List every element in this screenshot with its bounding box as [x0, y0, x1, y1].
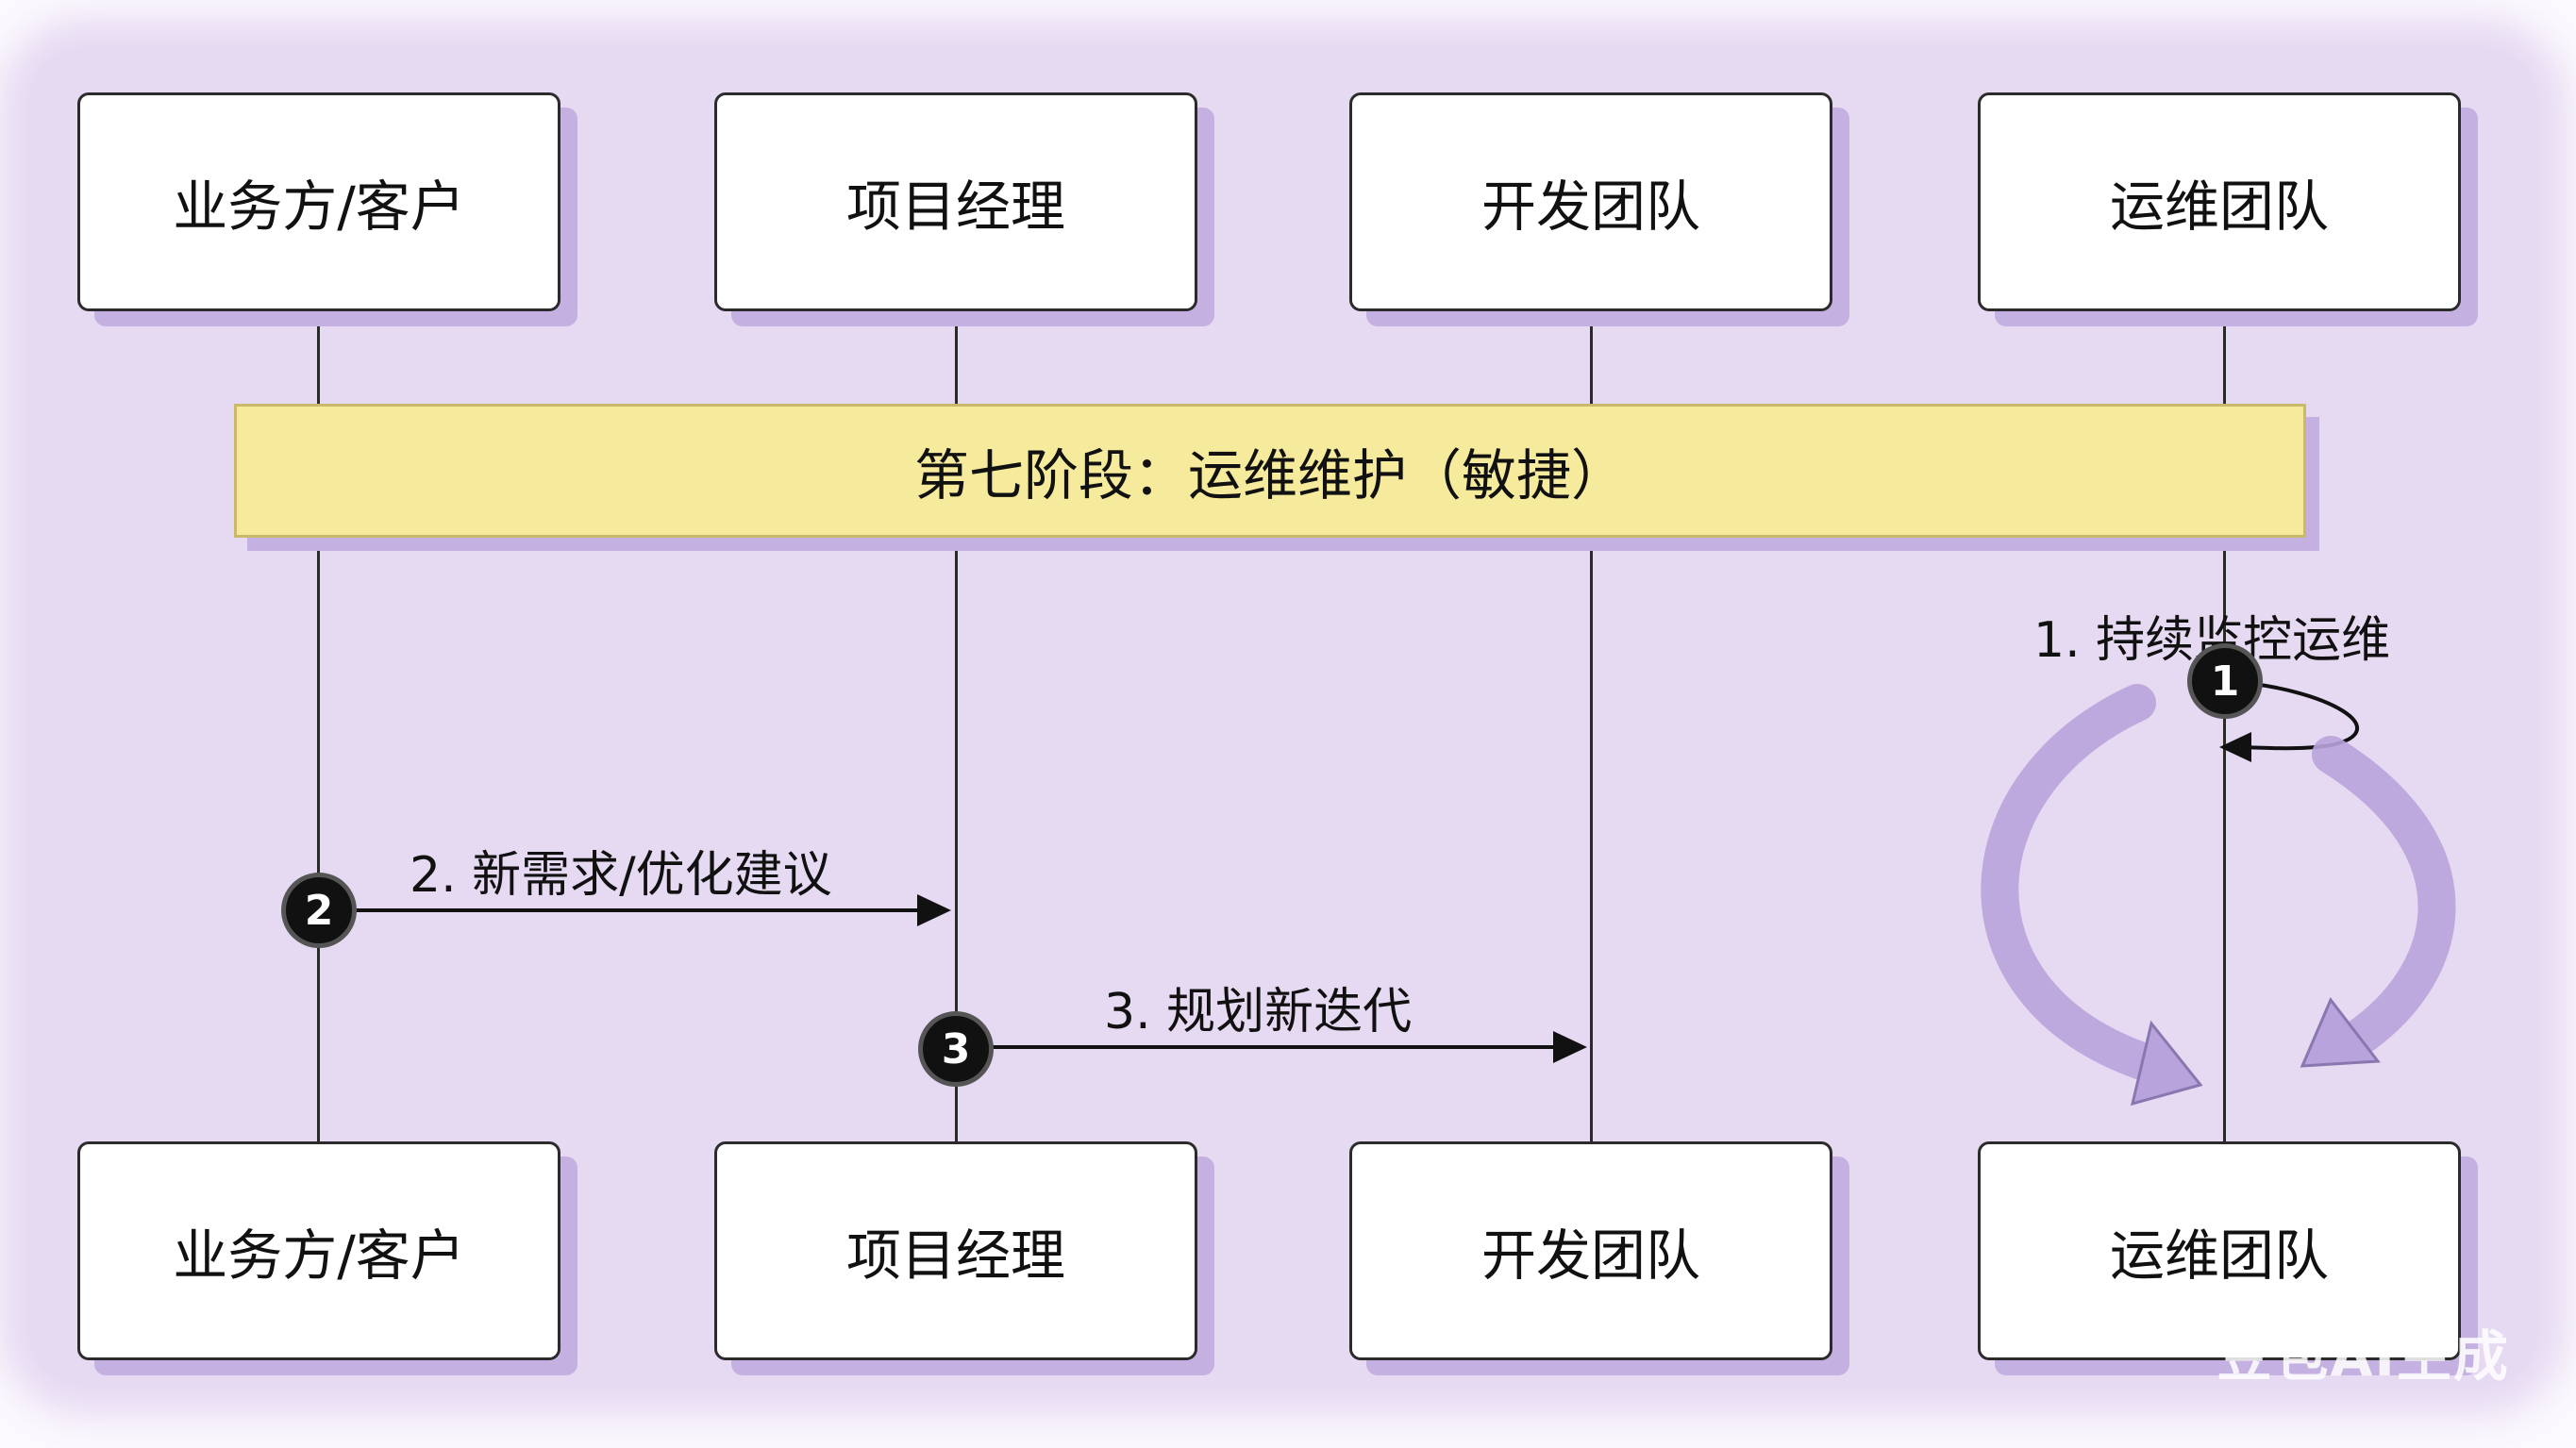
actor-label: 项目经理: [845, 1223, 1065, 1288]
message-2-arrowhead: [917, 894, 951, 926]
cycle-arrow-right: [2312, 736, 2456, 1057]
actor-label: 开发团队: [1480, 1223, 1700, 1288]
actor-bottom-client: 业务方/客户: [77, 1141, 560, 1360]
watermark: 豆包AI生成: [2216, 1324, 2510, 1389]
actor-label: 项目经理: [845, 175, 1065, 239]
actor-top-ops: 运维团队: [1978, 92, 2461, 311]
actor-bottom-pm: 项目经理: [714, 1141, 1197, 1360]
cycle-arrow-left: [1981, 684, 2161, 1080]
step-badge-3: 3: [918, 1011, 994, 1087]
cycle-arrow-right-head: [2300, 997, 2381, 1068]
message-1-arrowhead: [2219, 732, 2251, 762]
actor-label: 业务方/客户: [173, 175, 465, 239]
step-badge-2: 2: [281, 873, 357, 948]
actor-top-client: 业务方/客户: [77, 92, 560, 311]
cycle-arrow-left-head: [2130, 1020, 2203, 1107]
actor-label: 业务方/客户: [173, 1223, 465, 1288]
actor-bottom-ops: 运维团队: [1978, 1141, 2461, 1360]
lifeline-ops: [2223, 311, 2226, 1141]
lifeline-client: [317, 311, 320, 1141]
step-badge-1: 1: [2187, 643, 2263, 719]
message-1-self-loop: [2226, 679, 2359, 751]
lifeline-dev: [1590, 311, 1593, 1141]
actor-label: 运维团队: [2109, 175, 2329, 239]
actor-label: 开发团队: [1480, 175, 1700, 239]
message-3-arrowhead: [1553, 1031, 1587, 1063]
actor-label: 运维团队: [2109, 1223, 2329, 1288]
actor-top-dev: 开发团队: [1349, 92, 1832, 311]
phase-label: 第七阶段：运维维护（敏捷）: [913, 443, 1626, 508]
message-3-label: 3. 规划新迭代: [1104, 984, 1413, 1040]
actor-top-pm: 项目经理: [714, 92, 1197, 311]
actor-bottom-dev: 开发团队: [1349, 1141, 1832, 1360]
lifeline-pm: [955, 311, 958, 1141]
message-2-label: 2. 新需求/优化建议: [410, 847, 832, 904]
phase-band: 第七阶段：运维维护（敏捷）: [234, 404, 2306, 538]
